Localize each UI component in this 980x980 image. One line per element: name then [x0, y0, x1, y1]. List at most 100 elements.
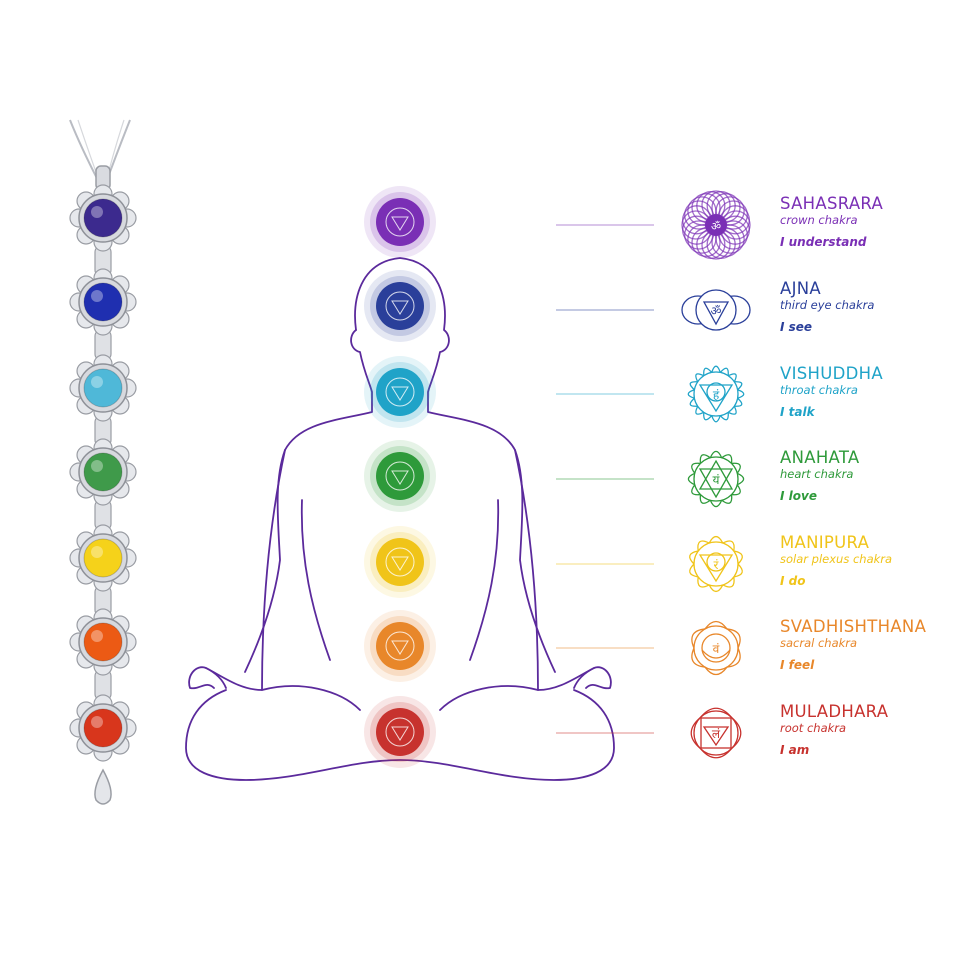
gem-stone — [83, 282, 123, 322]
chakra-name: ANAHATA — [780, 448, 860, 467]
gem-stone — [83, 622, 123, 662]
chakra-disc — [376, 282, 424, 330]
chakra-subtitle: throat chakra — [780, 383, 858, 397]
silhouette-head — [354, 257, 556, 673]
chakra-disc — [376, 452, 424, 500]
silhouette-inner-right-arm — [469, 499, 500, 661]
chakra-disc-symbol — [391, 216, 409, 231]
chakra-affirmation: I understand — [780, 235, 867, 249]
chakra-affirmation: I talk — [780, 405, 815, 419]
chakra-disc — [376, 198, 424, 246]
chakra-affirmation: I am — [780, 743, 810, 757]
body-chakra-throat — [364, 356, 436, 428]
root-bija-glyph: लं — [712, 727, 721, 741]
sacral-symbol-icon — [691, 620, 741, 676]
chakra-disc-ring — [385, 461, 415, 491]
third-eye-bija-glyph: ॐ — [711, 304, 722, 318]
silhouette-left-side — [244, 329, 373, 673]
throat-bija-glyph: हं — [713, 388, 720, 402]
chakra-name: AJNA — [780, 279, 821, 298]
chakra-disc-ring — [385, 291, 415, 321]
gem-highlight — [91, 290, 103, 302]
chakra-disc-symbol — [391, 386, 409, 401]
silhouette-left-hand — [205, 667, 227, 689]
crown-symbol-icon — [681, 190, 751, 260]
chakra-disc-ring — [385, 631, 415, 661]
gem-stone — [83, 708, 123, 748]
chakra-subtitle: root chakra — [780, 721, 847, 735]
body-chakra-heart — [364, 440, 436, 512]
chakra-subtitle: solar plexus chakra — [780, 552, 893, 566]
heart-bija-glyph: यं — [713, 473, 721, 487]
silhouette-right-hand — [573, 667, 595, 689]
silhouette-right-arm — [514, 449, 612, 691]
chakra-disc — [376, 708, 424, 756]
chakra-affirmation: I see — [780, 320, 813, 334]
silhouette-inner-left-arm — [300, 499, 331, 661]
necklace-drop-charm — [94, 768, 112, 805]
chakra-affirmation: I do — [780, 574, 806, 588]
chakra-disc-symbol — [391, 556, 409, 571]
silhouette-legs — [185, 689, 615, 781]
crown-bija-glyph: ॐ — [711, 220, 721, 233]
heart-symbol-icon — [687, 450, 745, 508]
chakra-necklace-pendant — [69, 119, 137, 805]
gem-highlight — [91, 546, 103, 558]
silhouette-left-arm — [188, 449, 286, 691]
chakra-disc — [376, 538, 424, 586]
chakra-disc-ring — [385, 547, 415, 577]
chakra-disc — [376, 368, 424, 416]
chakra-disc-symbol — [391, 640, 409, 655]
chakra-name: MULADHARA — [780, 702, 889, 721]
root-symbol-icon — [690, 707, 742, 759]
sacral-bija-glyph: वं — [713, 642, 720, 656]
necklace-gem-4 — [69, 438, 137, 531]
chakra-disc-ring — [385, 717, 415, 747]
gem-highlight — [91, 376, 103, 388]
body-chakra-solar-plexus — [364, 526, 436, 598]
solar-plexus-symbol-icon — [689, 535, 743, 593]
chakra-name: SVADHISHTHANA — [780, 617, 927, 636]
chakra-affirmation: I feel — [780, 658, 815, 672]
third-eye-symbol-icon — [681, 289, 751, 331]
chakra-disc — [376, 622, 424, 670]
chakra-disc-symbol — [391, 470, 409, 485]
necklace-gem-3 — [69, 354, 137, 447]
gem-stone — [83, 452, 123, 492]
necklace-gem-7 — [69, 694, 137, 762]
silhouette-lap — [261, 685, 539, 711]
chakra-subtitle: sacral chakra — [780, 636, 858, 650]
solar-plexus-bija-glyph: रं — [714, 558, 720, 572]
chakra-disc-symbol — [391, 726, 409, 741]
gem-stone — [83, 368, 123, 408]
necklace-gem-6 — [69, 608, 137, 701]
meditation-silhouette — [185, 257, 615, 781]
necklace-gem-2 — [69, 268, 137, 361]
body-chakra-root — [364, 696, 436, 768]
chakra-disc-ring — [385, 207, 415, 237]
chakra-name: VISHUDDHA — [780, 364, 883, 383]
chakra-disc-symbol — [391, 300, 409, 315]
body-chakra-sacral — [364, 610, 436, 682]
gem-highlight — [91, 716, 103, 728]
gem-stone — [83, 198, 123, 238]
necklace-gem-5 — [69, 524, 137, 617]
chakra-name: MANIPURA — [780, 533, 870, 552]
necklace-gem-1 — [69, 184, 137, 277]
chakra-name: SAHASRARA — [780, 194, 884, 213]
chakra-subtitle: crown chakra — [780, 213, 858, 227]
gem-highlight — [91, 460, 103, 472]
chakra-subtitle: heart chakra — [780, 467, 854, 481]
throat-symbol-icon — [687, 365, 745, 423]
chakra-disc-ring — [385, 377, 415, 407]
gem-stone — [83, 538, 123, 578]
body-chakra-third-eye — [364, 270, 436, 342]
chakra-subtitle: third eye chakra — [780, 298, 875, 312]
